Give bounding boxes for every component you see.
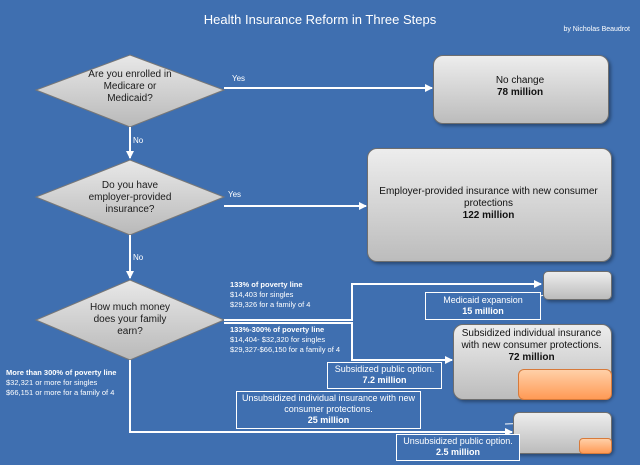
income-band-2-heading: 133%-300% of poverty line — [230, 325, 325, 334]
callout-unsubsidized-value: 25 million — [307, 415, 350, 425]
edge-label-no-2: No — [133, 253, 144, 262]
outcome-medicaid-box — [543, 271, 612, 300]
edge-label-yes-1: Yes — [232, 74, 246, 83]
income-band-2-family: $29,327-$66,150 for a family of 4 — [230, 345, 341, 354]
callout-medicaid-value: 15 million — [462, 306, 504, 316]
outcome-subsidized-text: Subsidized individual insurance with new… — [458, 328, 605, 364]
edge-label-no-1: No — [133, 136, 144, 145]
income-band-1-family: $29,326 for a family of 4 — [230, 300, 311, 309]
edge-band-3 — [129, 360, 513, 436]
author-credit: by Nicholas Beaudrot — [563, 26, 630, 33]
income-band-1-heading: 133% of poverty line — [230, 280, 303, 289]
income-band-2: 133%-300% of poverty line $14,404- $32,3… — [230, 325, 340, 355]
outcome-no-change-value: 78 million — [496, 87, 544, 98]
unsubsidized-public-share-block — [579, 438, 612, 454]
edge-band-2 — [224, 322, 453, 364]
outcome-no-change-text: No change 78 million — [433, 75, 607, 99]
income-band-3-family: $66,151 or more for a family of 4 — [6, 388, 115, 397]
edge-label-yes-2: Yes — [228, 190, 242, 199]
outcome-no-change-box — [433, 55, 609, 124]
callout-subsidized-public-value: 7.2 million — [362, 375, 407, 385]
income-band-3-heading: More than 300% of poverty line — [6, 368, 117, 377]
callout-medicaid-label: Medicaid expansion — [443, 295, 523, 305]
callout-unsubsidized-label: Unsubsidized individual insurance with n… — [241, 393, 416, 414]
diagram-title: Health Insurance Reform in Three Steps — [203, 12, 437, 27]
outcome-employer-value: 122 million — [462, 210, 515, 221]
outcome-employer-box — [367, 148, 612, 262]
callout-unsubsidized: Unsubsidized individual insurance with n… — [236, 391, 421, 429]
income-band-3: More than 300% of poverty line $32,321 o… — [6, 368, 116, 398]
callout-unsubsidized-public-label: Unsubsidized public option. — [403, 436, 513, 446]
income-band-1: 133% of poverty line $14,403 for singles… — [230, 280, 310, 310]
outcome-subsidized-value: 72 million — [508, 352, 555, 363]
income-band-1-singles: $14,403 for singles — [230, 290, 294, 299]
outcome-employer-label: Employer-provided insurance with new con… — [379, 186, 598, 209]
callout-unsubsidized-public-value: 2.5 million — [435, 447, 480, 457]
callout-medicaid: Medicaid expansion 15 million — [425, 292, 541, 320]
income-band-3-singles: $32,321 or more for singles — [6, 378, 98, 387]
question-2-label: Do you have employer-provided insurance? — [88, 180, 172, 215]
question-1-label: Are you enrolled in Medicare or Medicaid… — [88, 69, 172, 104]
edge-band-1 — [224, 280, 542, 321]
callout-subsidized-public: Subsidized public option. 7.2 million — [327, 362, 442, 389]
question-3-label: How much money does your family earn? — [89, 302, 171, 337]
callout-subsidized-public-label: Subsidized public option. — [334, 364, 435, 374]
subsidized-public-share-block — [518, 369, 612, 400]
outcome-employer-text: Employer-provided insurance with new con… — [377, 186, 600, 222]
outcome-subsidized-label: Subsidized individual insurance with new… — [461, 328, 602, 351]
callout-unsubsidized-public: Unsubsidized public option. 2.5 million — [396, 434, 520, 461]
outcome-no-change-label: No change — [495, 75, 545, 86]
income-band-2-singles: $14,404- $32,320 for singles — [230, 335, 326, 344]
